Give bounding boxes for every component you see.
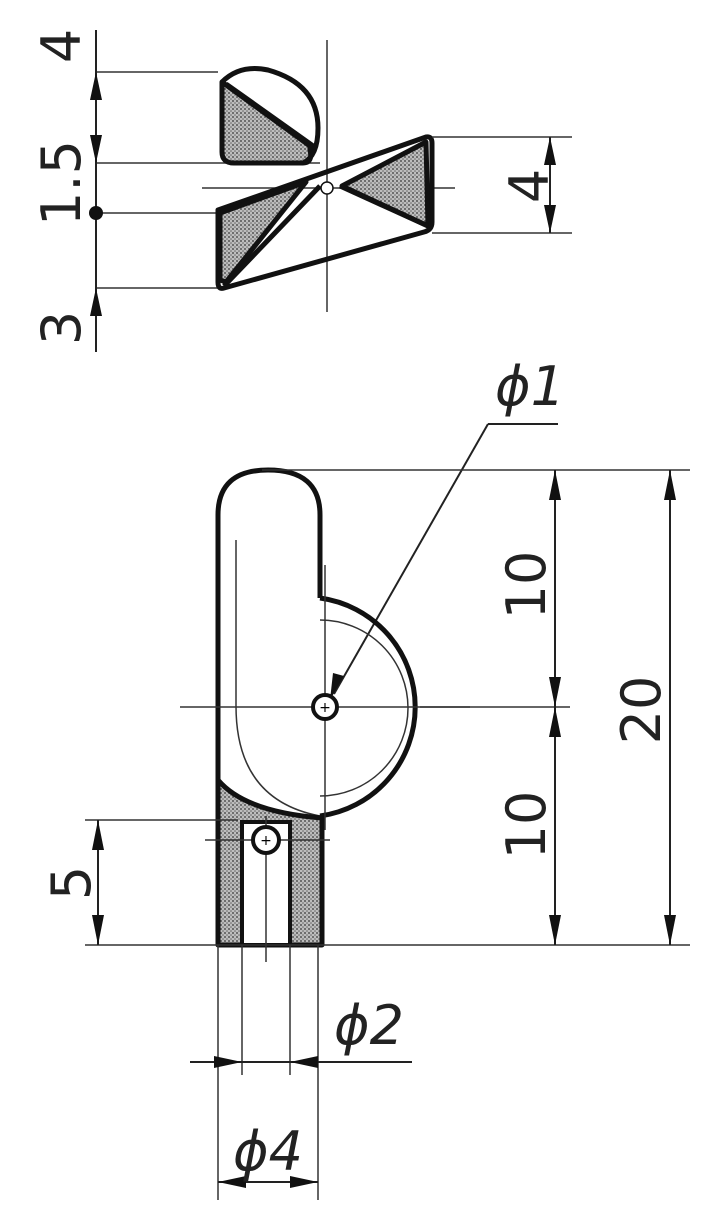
label-20: 20 <box>610 676 673 745</box>
arrow-phi4-left <box>218 1176 246 1188</box>
pivot-hole <box>311 693 339 721</box>
label-5: 5 <box>40 866 103 900</box>
arrow-20-top <box>664 470 676 500</box>
arrow-10a-top <box>549 470 561 500</box>
arrow-10a-bottom <box>549 677 561 707</box>
arrow-phi2-left <box>214 1056 242 1068</box>
arrow-5-top <box>92 820 104 850</box>
arrow-5-bottom <box>92 915 104 945</box>
label-10-upper: 10 <box>495 551 558 620</box>
center-dot <box>89 206 103 220</box>
lower-parallelogram <box>215 134 435 291</box>
inner-diagonal-b <box>338 183 430 229</box>
arrow-10b-top <box>549 707 561 737</box>
shank-hole <box>251 825 281 855</box>
small-hole <box>320 181 334 195</box>
arrow-phi4-right <box>290 1176 318 1188</box>
arrow-right-down <box>544 205 556 233</box>
label-phi4: ϕ4 <box>233 1120 303 1183</box>
arrow-up-bottom <box>90 288 102 316</box>
upper-hatched-triangle <box>219 79 314 166</box>
hook-inner-curve <box>235 540 321 817</box>
pivot-hole-mark: + <box>319 700 331 716</box>
label-phi1: ϕ1 <box>495 355 565 418</box>
phi1-leader <box>333 423 489 695</box>
label-top-1-5: 1.5 <box>30 140 93 226</box>
arrow-right-up <box>544 137 556 165</box>
hook-top <box>215 467 323 598</box>
label-10-lower: 10 <box>495 791 558 860</box>
label-top-3: 3 <box>30 311 93 345</box>
shank-hole-mark: + <box>260 833 272 849</box>
arrow-up <box>90 135 102 163</box>
lower-right-hatched <box>339 139 431 229</box>
inner-diagonal-a <box>222 184 322 288</box>
top-detail-view: 4 1.5 3 4 <box>30 29 572 352</box>
arrow-phi2-right <box>290 1056 318 1068</box>
label-top-right-4: 4 <box>498 169 561 203</box>
main-view: ϕ1 + + 10 10 20 <box>40 355 690 1200</box>
arrow-10b-bottom <box>549 915 561 945</box>
arrow-down <box>90 72 102 100</box>
label-phi2: ϕ2 <box>334 994 404 1057</box>
arrow-20-bottom <box>664 915 676 945</box>
disk-inner-arc <box>319 619 409 797</box>
phi1-arrow <box>330 673 344 700</box>
label-top-4: 4 <box>30 29 93 63</box>
upper-diagonal <box>224 81 318 151</box>
